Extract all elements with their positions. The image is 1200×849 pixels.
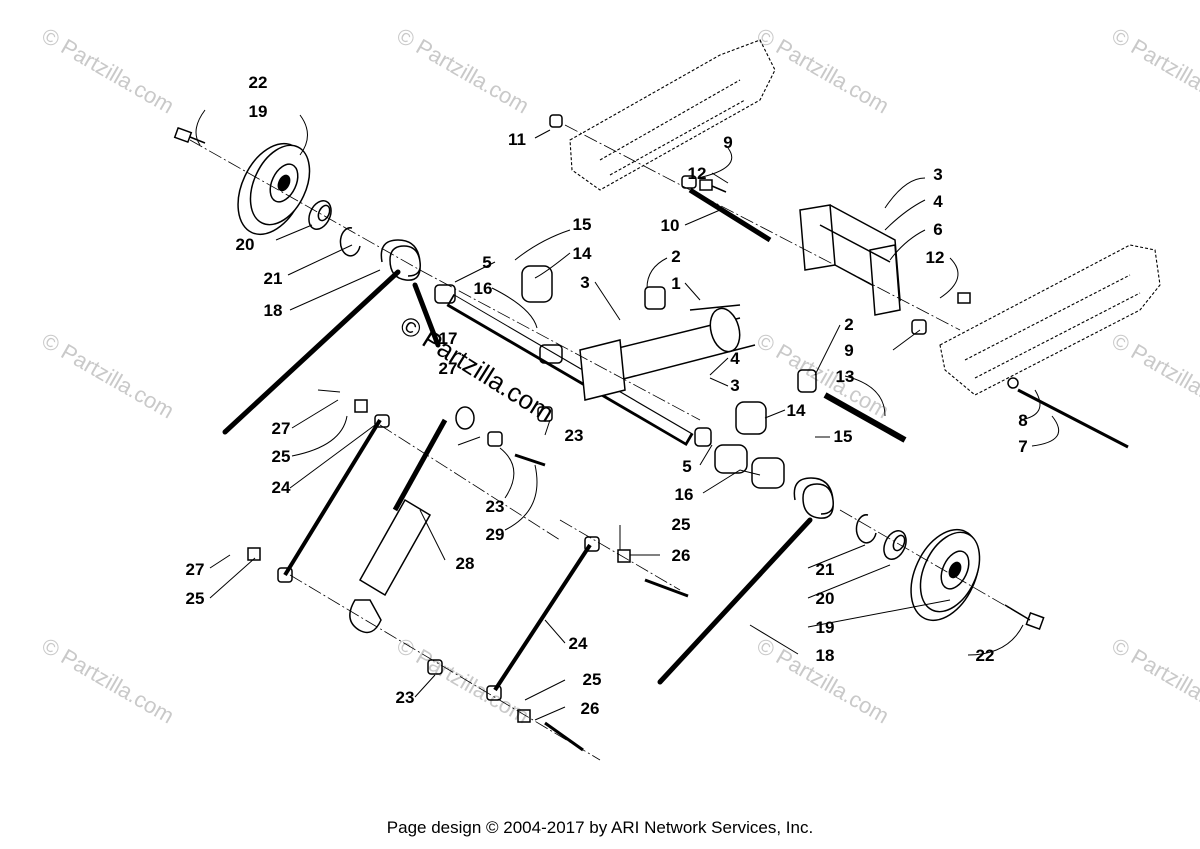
callout-label: 27: [439, 359, 458, 378]
callout-label: 5: [482, 253, 491, 272]
idler-wheel-left: [237, 142, 311, 236]
callout-label: 20: [816, 589, 835, 608]
torsion-spring-left: [222, 239, 441, 435]
callout-label: 27: [186, 560, 205, 579]
torsion-spring-right: [657, 477, 834, 685]
callout-label: 24: [569, 634, 588, 653]
callout-labels: 22 19 20 21 18 11 9 12 10 3 4 6 12 15 14…: [186, 73, 1028, 718]
callout-label: 10: [661, 216, 680, 235]
callout-label: 24: [272, 478, 291, 497]
watermark: © Partzilla.com: [753, 328, 894, 424]
callout-label: 11: [508, 130, 526, 149]
callout-label: 4: [933, 192, 943, 211]
callout-label: 6: [933, 220, 942, 239]
snap-ring-left: [339, 227, 361, 257]
callout-label: 21: [264, 269, 283, 288]
drawing: [173, 39, 1161, 761]
watermark: © Partzilla.com: [1108, 23, 1200, 119]
callout-label: 22: [976, 646, 995, 665]
callout-label: 20: [236, 235, 255, 254]
callout-label: 25: [672, 515, 691, 534]
callout-label: 27: [272, 419, 291, 438]
callout-label: 15: [834, 427, 853, 446]
watermark-overlay: © Partzilla.com: [395, 310, 559, 428]
center-lines: [189, 124, 1031, 761]
callout-label: 29: [486, 525, 505, 544]
watermark: © Partzilla.com: [38, 633, 179, 729]
callout-label: 18: [816, 646, 835, 665]
callout-label: 3: [730, 376, 739, 395]
callout-label: 23: [396, 688, 415, 707]
callout-label: 19: [249, 102, 268, 121]
callout-label: 3: [580, 273, 589, 292]
callout-label: 1: [671, 274, 680, 293]
callout-label: 18: [264, 301, 283, 320]
bushings: [434, 265, 817, 489]
front-arm: [446, 293, 756, 447]
callout-label: 2: [671, 247, 680, 266]
callout-label: 2: [844, 315, 853, 334]
shaft-13: [823, 392, 907, 443]
callout-label: 25: [583, 670, 602, 689]
callout-label: 16: [474, 279, 493, 298]
watermark: © Partzilla.com: [1108, 328, 1200, 424]
callout-label: 14: [787, 401, 806, 420]
callout-label: 12: [926, 248, 945, 267]
callout-label: 26: [672, 546, 691, 565]
shaft-10: [688, 187, 772, 243]
callout-label: 15: [573, 215, 592, 234]
callout-label: 7: [1018, 437, 1027, 456]
watermark: © Partzilla.com: [753, 23, 894, 119]
snap-ring-right: [855, 514, 877, 544]
callout-label: 3: [933, 165, 942, 184]
callout-label: 28: [456, 554, 475, 573]
small-bolts: [549, 114, 1019, 389]
shock-absorber: [349, 406, 475, 634]
leader-lines: [195, 109, 1060, 721]
watermark: © Partzilla.com: [38, 328, 179, 424]
callout-label: 4: [730, 349, 740, 368]
rail-lower: [939, 244, 1161, 396]
watermark: © Partzilla.com: [393, 23, 534, 119]
callout-label: 25: [272, 447, 291, 466]
callout-label: 23: [486, 497, 505, 516]
bolt-7: [1017, 388, 1129, 449]
callout-label: 25: [186, 589, 205, 608]
callout-label: 22: [249, 73, 268, 92]
footer-copyright: Page design © 2004-2017 by ARI Network S…: [386, 818, 814, 837]
bolt-right-wheel: [1004, 604, 1045, 630]
callout-label: 8: [1018, 411, 1027, 430]
bearing-right: [883, 530, 907, 560]
callout-label: 26: [581, 699, 600, 718]
pivot-bolts: [247, 399, 689, 752]
bolt-left-wheel: [173, 126, 206, 144]
callout-label: 17: [439, 329, 458, 348]
link-arms: [277, 414, 600, 701]
idler-wheel-right: [910, 528, 981, 622]
watermark: © Partzilla.com: [1108, 633, 1200, 729]
callout-label: 21: [816, 560, 835, 579]
callout-label: 9: [723, 133, 732, 152]
callout-label: 12: [688, 164, 707, 183]
bearing-left: [308, 200, 332, 230]
watermark: © Partzilla.com: [393, 633, 534, 729]
pivot-bracket: [799, 204, 901, 316]
callout-label: 16: [675, 485, 694, 504]
watermark: © Partzilla.com: [38, 23, 179, 119]
callout-label: 14: [573, 244, 592, 263]
rail-upper: [569, 39, 776, 191]
callout-label: 13: [836, 367, 855, 386]
callout-label: 5: [682, 457, 691, 476]
callout-label: 19: [816, 618, 835, 637]
callout-label: 9: [844, 341, 853, 360]
callout-label: 23: [565, 426, 584, 445]
